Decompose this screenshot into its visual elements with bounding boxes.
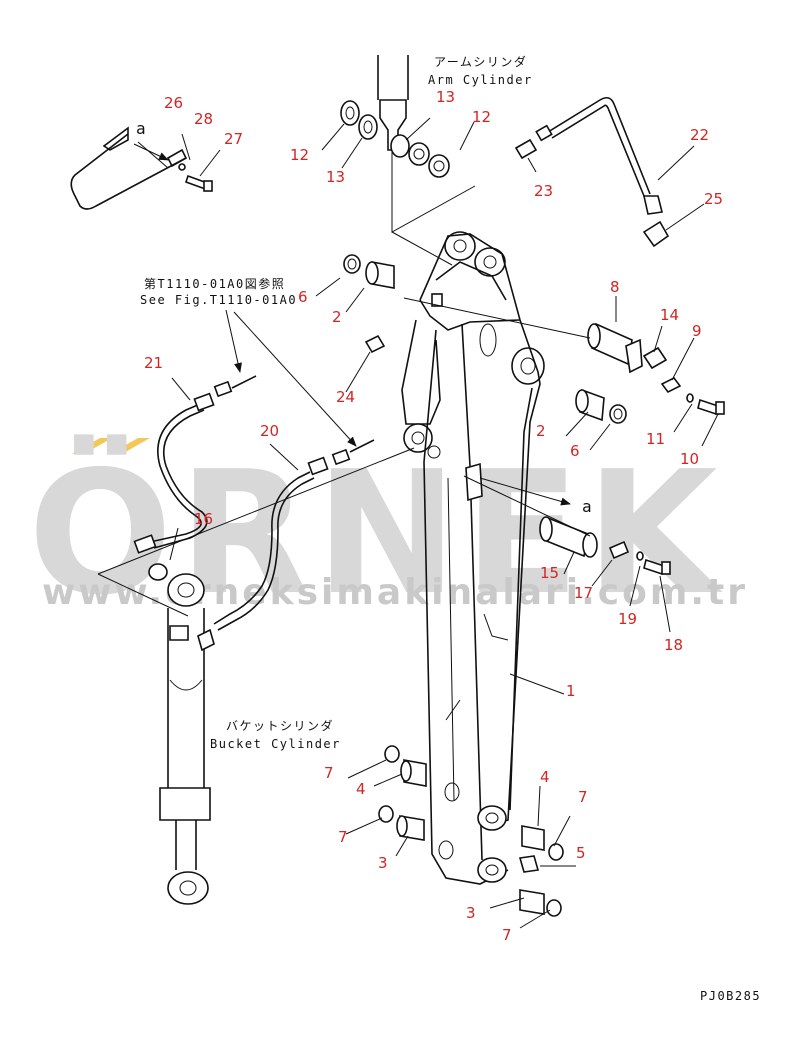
callout-18: 18 <box>664 636 683 654</box>
callout-16: 16 <box>194 510 213 528</box>
see-fig-caption-en: See Fig.T1110-01A0 <box>140 293 297 307</box>
callout-28: 28 <box>194 110 213 128</box>
callout-12-left: 12 <box>290 146 309 164</box>
callout-15: 15 <box>540 564 559 582</box>
leader-lines <box>137 117 719 929</box>
callout-7-right: 7 <box>578 788 588 806</box>
callout-17: 17 <box>574 584 593 602</box>
washers-12-13 <box>340 100 450 178</box>
pipe-22 <box>514 96 670 248</box>
see-fig-caption-jp: 第T1110-01A0図参照 <box>144 276 285 291</box>
callout-12-right: 12 <box>472 108 491 126</box>
callout-9: 9 <box>692 322 702 340</box>
watermark-url: www.orneksimakinalari.com.tr <box>42 572 748 613</box>
callout-13-top: 13 <box>436 88 455 106</box>
callout-4-left: 4 <box>356 780 366 798</box>
watermark-brand: ÖRNEK <box>28 434 724 633</box>
callout-24: 24 <box>336 388 355 406</box>
callout-20: 20 <box>260 422 279 440</box>
callout-13-left: 13 <box>326 168 345 186</box>
callout-23: 23 <box>534 182 553 200</box>
callout-3-bottom: 3 <box>466 904 476 922</box>
view-a-label-top: a <box>136 119 147 138</box>
callout-1: 1 <box>566 682 576 700</box>
callout-4-right: 4 <box>540 768 550 786</box>
view-a-label-mid: a <box>582 497 593 516</box>
arm-cylinder-caption-en: Arm Cylinder <box>428 73 533 87</box>
callout-11: 11 <box>646 430 665 448</box>
callout-21: 21 <box>144 354 163 372</box>
callout-27: 27 <box>224 130 243 148</box>
callout-25: 25 <box>704 190 723 208</box>
watermark-accent-marks <box>72 438 150 454</box>
captions: アームシリンダ Arm Cylinder 第T1110-01A0図参照 See … <box>136 54 761 1003</box>
callout-7-upper-left: 7 <box>324 764 334 782</box>
callout-10: 10 <box>680 450 699 468</box>
callout-7-bottom: 7 <box>502 926 512 944</box>
detail-a-handle <box>70 126 213 210</box>
callout-8: 8 <box>610 278 620 296</box>
bucket-cylinder-caption-en: Bucket Cylinder <box>210 737 341 751</box>
callout-7-lower-left: 7 <box>338 828 348 846</box>
arm-cylinder <box>377 55 476 266</box>
arm-cylinder-caption-jp: アームシリンダ <box>434 54 527 69</box>
watermark: ÖRNEK www.orneksimakinalari.com.tr <box>28 434 748 633</box>
bucket-cylinder <box>148 563 215 905</box>
callout-6-top: 6 <box>298 288 308 306</box>
callout-numbers: 26 28 27 13 12 12 13 22 23 25 6 2 8 14 9… <box>144 88 723 944</box>
bucket-cylinder-caption-jp: バケットシリンダ <box>226 718 334 733</box>
callout-22: 22 <box>690 126 709 144</box>
pins-bushings <box>343 254 725 917</box>
callout-14: 14 <box>660 306 679 324</box>
arm-body <box>401 231 545 885</box>
hoses-20-21 <box>97 375 415 631</box>
callout-2-top: 2 <box>332 308 342 326</box>
callout-5: 5 <box>576 844 586 862</box>
callout-6-mid: 6 <box>570 442 580 460</box>
callout-3-left: 3 <box>378 854 388 872</box>
callout-19: 19 <box>618 610 637 628</box>
callout-26: 26 <box>164 94 183 112</box>
callout-2-mid: 2 <box>536 422 546 440</box>
drawing-code: PJ0B285 <box>700 989 761 1003</box>
